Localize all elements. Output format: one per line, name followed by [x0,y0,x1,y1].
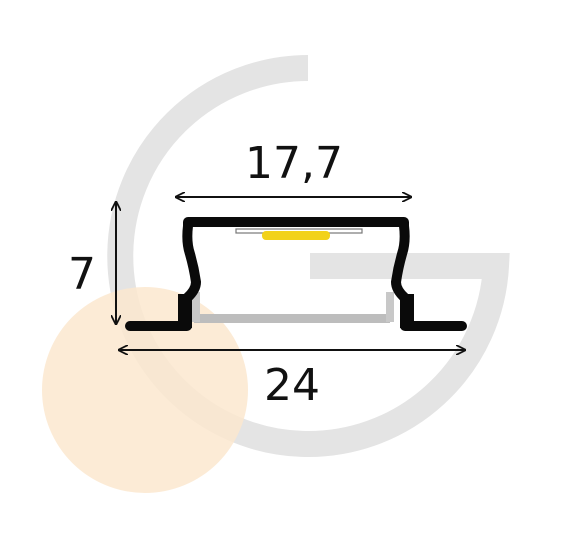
diffuser [192,292,394,323]
outer-width-dimension: 24 [119,350,465,411]
outer-width-label: 24 [264,360,320,411]
led-strip [235,228,363,240]
aluminium-profile [125,217,467,331]
watermark-circle [42,287,248,493]
inner-width-label: 17,7 [245,138,343,189]
height-label: 7 [68,249,96,300]
height-dimension: 7 [68,202,116,324]
inner-width-dimension: 17,7 [176,138,411,197]
